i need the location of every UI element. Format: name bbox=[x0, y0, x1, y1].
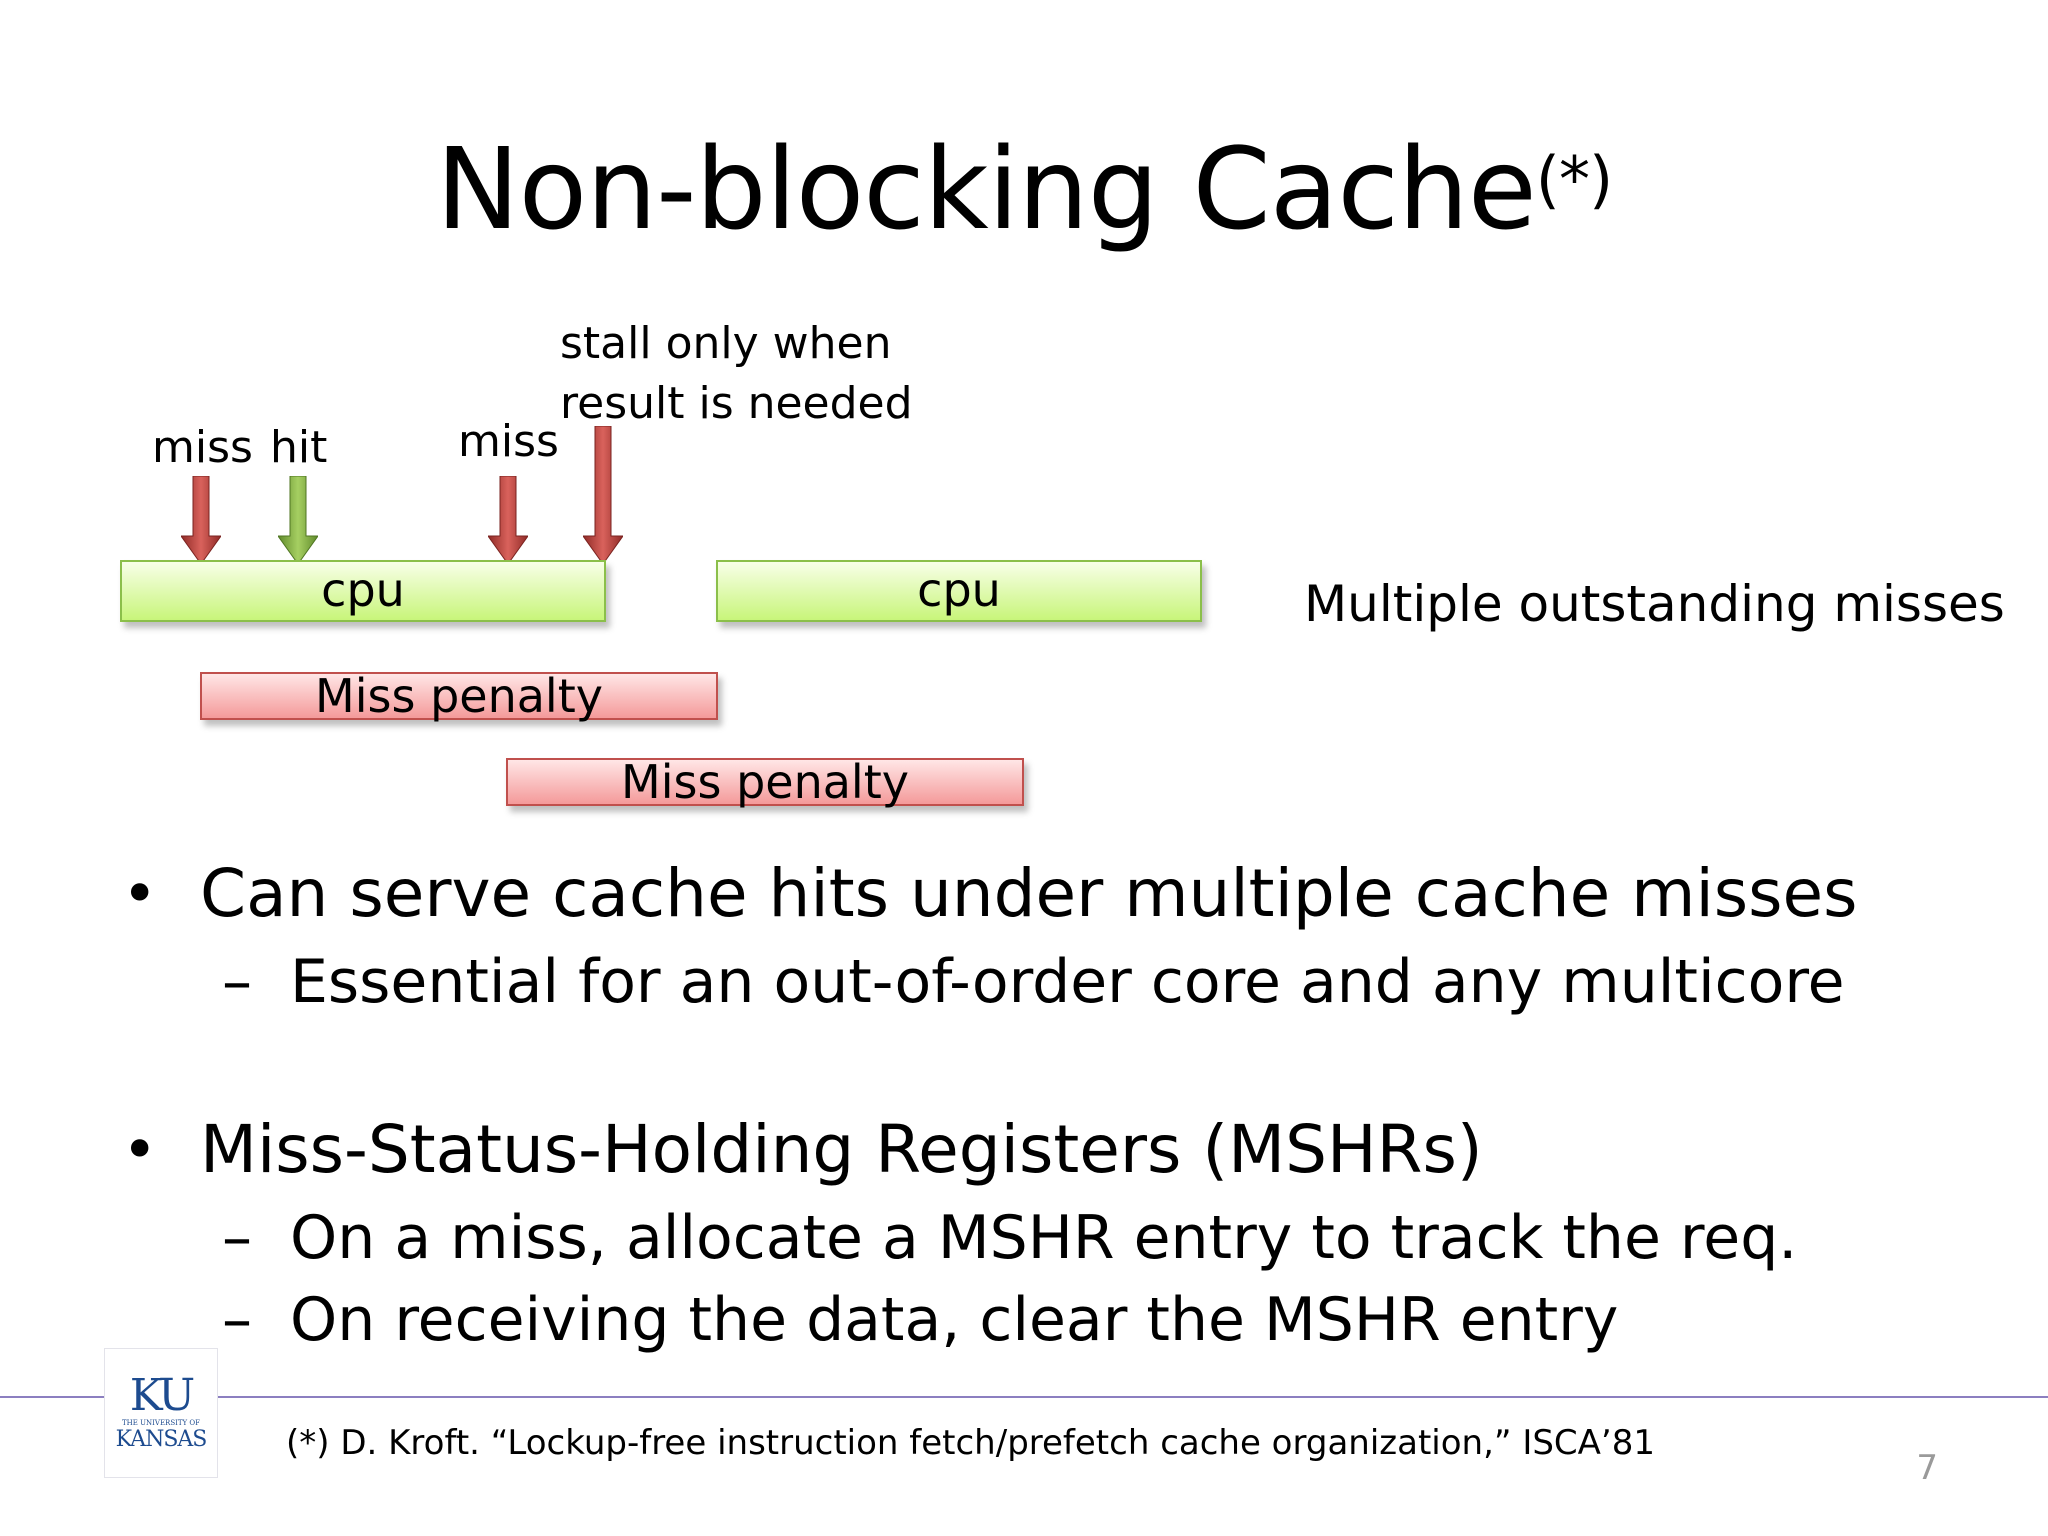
bullet-2: Miss-Status-Holding Registers (MSHRs) bbox=[200, 1111, 1483, 1188]
bullet-marker-2: • bbox=[122, 1115, 158, 1185]
sub-bullet-2-2: On receiving the data, clear the MSHR en… bbox=[290, 1285, 1619, 1355]
stall-note-line1: stall only when bbox=[560, 318, 892, 369]
title-superscript: (*) bbox=[1535, 143, 1613, 216]
logo-ku: KU bbox=[129, 1370, 195, 1421]
logo-small-text: THE UNIVERSITY OF bbox=[121, 1419, 200, 1427]
footer-rule bbox=[0, 1396, 2048, 1398]
cpu-box-2: cpu bbox=[716, 560, 1202, 622]
ku-logo: KU THE UNIVERSITY OF KANSAS bbox=[104, 1348, 218, 1478]
bullet-marker-1: • bbox=[122, 859, 158, 929]
hit-label: hit bbox=[270, 422, 328, 473]
miss-label-1: miss bbox=[152, 422, 253, 473]
stall-note-line2: result is needed bbox=[560, 378, 913, 429]
miss-arrow-1 bbox=[181, 476, 221, 564]
page-number: 7 bbox=[1916, 1448, 1938, 1488]
miss-label-2: miss bbox=[458, 416, 559, 467]
sub-bullet-2-1: On a miss, allocate a MSHR entry to trac… bbox=[290, 1203, 1798, 1273]
miss-penalty-box-2: Miss penalty bbox=[506, 758, 1024, 806]
miss-arrow-2 bbox=[488, 476, 528, 564]
bullet-1: Can serve cache hits under multiple cach… bbox=[200, 855, 1858, 932]
multiple-misses-note: Multiple outstanding misses bbox=[1304, 575, 2005, 633]
dash-marker-1: – bbox=[222, 947, 252, 1017]
hit-arrow bbox=[278, 476, 318, 564]
sub-bullet-1-1: Essential for an out-of-order core and a… bbox=[290, 947, 1845, 1017]
dash-marker-3: – bbox=[222, 1285, 252, 1355]
cpu-box-1: cpu bbox=[120, 560, 606, 622]
title-text: Non-blocking Cache bbox=[435, 125, 1537, 255]
slide-title: Non-blocking Cache(*) bbox=[0, 125, 2048, 255]
stall-arrow bbox=[583, 426, 623, 564]
logo-kansas: KANSAS bbox=[115, 1427, 208, 1452]
dash-marker-2: – bbox=[222, 1203, 252, 1273]
footnote: (*) D. Kroft. “Lockup-free instruction f… bbox=[286, 1423, 1655, 1463]
miss-penalty-box-1: Miss penalty bbox=[200, 672, 718, 720]
